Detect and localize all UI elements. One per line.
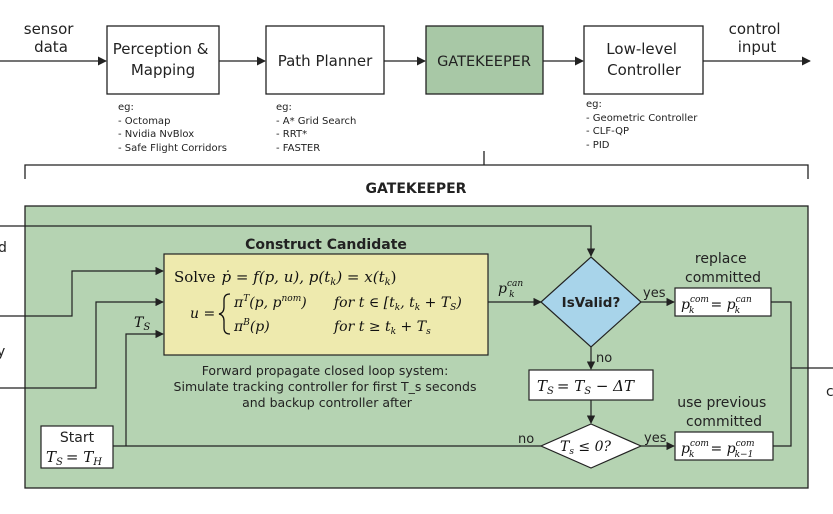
forward-propagate-description: Forward propagate closed loop system: Si…: [174, 363, 481, 410]
svg-text:- Octomap: - Octomap: [118, 116, 170, 127]
svg-text:- A* Grid Search: - A* Grid Search: [276, 116, 356, 127]
svg-text:πB(p): πB(p): [233, 318, 270, 335]
gatekeeper-section-title: GATEKEEPER: [366, 181, 467, 197]
controller-examples: eg: - Geometric Controller - CLF-QP - PI…: [586, 99, 698, 151]
sensor-data-label: sensor data: [24, 20, 79, 56]
use-previous-committed-box: [674, 431, 774, 461]
planner-examples: eg: - A* Grid Search - RRT* - FASTER: [276, 102, 356, 154]
path-planner-label: Path Planner: [278, 52, 373, 70]
low-level-controller-label: Low-level Controller: [606, 40, 681, 79]
check-yes-label: yes: [644, 431, 667, 446]
input-line-3: [0, 297, 164, 389]
ts-loop-line: [125, 329, 164, 446]
start-equation: TS= TH: [46, 448, 102, 468]
input-line-2: [0, 266, 164, 317]
ts-zero-check-decision: [539, 423, 643, 469]
left-cutoff-text-2: y: [0, 344, 5, 360]
svg-text:- Nvidia NvBlox: - Nvidia NvBlox: [118, 129, 194, 140]
svg-text:- Geometric Controller: - Geometric Controller: [586, 113, 698, 124]
svg-text:eg:: eg:: [118, 102, 134, 113]
gatekeeper-expansion-bracket: [24, 151, 809, 179]
svg-text:for t ∈ [tk, tk + TS): for t ∈ [tk, tk + TS): [333, 295, 462, 313]
cases-brace: [218, 293, 231, 335]
svg-text:πT(p, pnom): πT(p, pnom): [233, 294, 307, 311]
pipeline-row: sensor data Perception & Mapping Path Pl…: [0, 20, 811, 154]
low-level-controller-box: [583, 25, 704, 95]
isvalid-no-label: no: [596, 351, 612, 366]
isvalid-yes-label: yes: [643, 286, 666, 301]
svg-text:- PID: - PID: [586, 140, 610, 151]
svg-text:eg:: eg:: [586, 99, 602, 110]
control-input-label: control input: [729, 20, 786, 56]
construct-candidate-title: Construct Candidate: [245, 237, 407, 253]
svg-text:for t ≥ tk + Ts: for t ≥ tk + Ts: [333, 319, 431, 337]
isvalid-label: IsValid?: [562, 295, 621, 311]
svg-text:u =: u =: [190, 306, 215, 322]
path-planner-box: [265, 25, 385, 95]
decrement-ts-box: [528, 369, 654, 401]
right-cutoff-text: c: [826, 384, 833, 400]
ts-input-label: TS: [134, 315, 150, 333]
construct-candidate-box: [163, 253, 489, 356]
decrement-ts-equation: TS= TS − ΔT: [537, 377, 635, 397]
svg-text:- CLF-QP: - CLF-QP: [586, 126, 629, 137]
start-label: Start: [60, 430, 95, 446]
perception-mapping-label: Perception & Mapping: [113, 40, 214, 79]
replace-committed-box: [674, 287, 772, 317]
start-box: [40, 425, 114, 469]
svg-text:- Safe Flight Corridors: - Safe Flight Corridors: [118, 143, 227, 154]
perception-examples: eg: - Octomap - Nvidia NvBlox - Safe Fli…: [118, 102, 227, 154]
check-no-label: no: [518, 432, 534, 447]
control-law-equation: u = πT(p, pnom) for t ∈ [tk, tk + TS) πB…: [190, 293, 462, 337]
replace-committed-label: replace committed: [685, 251, 761, 286]
svg-text:eg:: eg:: [276, 102, 292, 113]
gatekeeper-box: [425, 25, 544, 95]
input-line-1: [0, 225, 596, 257]
gatekeeper-box-label: GATEKEEPER: [437, 54, 531, 70]
perception-mapping-box: [106, 25, 220, 95]
use-previous-committed-label: use previous committed: [677, 395, 771, 430]
output-merge-line: [771, 301, 833, 447]
left-cutoff-text-1: d: [0, 240, 7, 256]
ts-zero-check-label: Ts ≤ 0?: [560, 439, 612, 457]
svg-text:- FASTER: - FASTER: [276, 143, 320, 154]
svg-text:- RRT*: - RRT*: [276, 129, 307, 140]
